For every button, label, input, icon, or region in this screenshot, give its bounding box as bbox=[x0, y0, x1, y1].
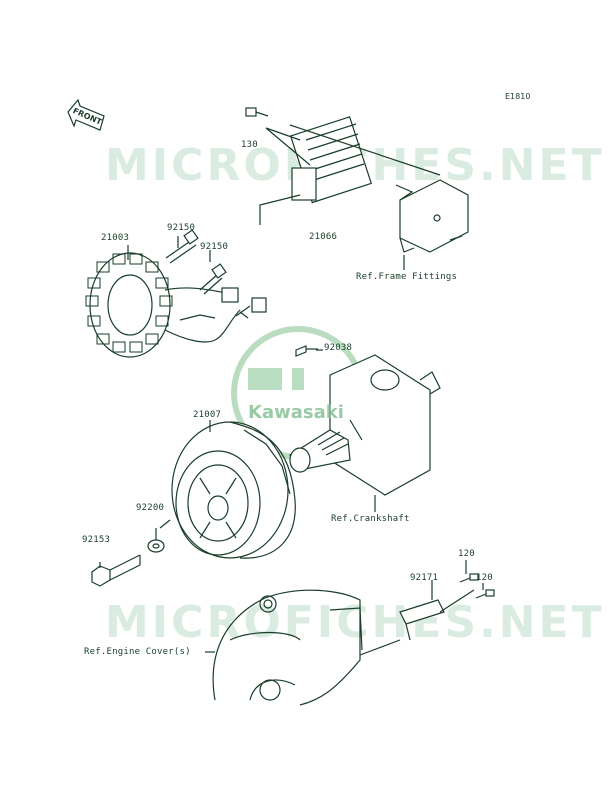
watermark-bottom: MICROFICHES.NET bbox=[105, 597, 605, 648]
screw-92150-b bbox=[199, 263, 227, 295]
stator bbox=[85, 252, 173, 358]
washer-92200 bbox=[147, 539, 165, 553]
diagram-code: E1810 bbox=[505, 92, 531, 101]
ref-frame-fittings: Ref.Frame Fittings bbox=[356, 272, 458, 282]
part-label-92150-b: 92150 bbox=[200, 242, 229, 252]
ref-engine-cover: Ref.Engine Cover(s) bbox=[84, 647, 191, 657]
part-label-92150-a: 92150 bbox=[167, 223, 196, 233]
part-label-120-a: 120 bbox=[458, 549, 475, 559]
part-label-21007: 21007 bbox=[193, 410, 222, 420]
crankshaft bbox=[289, 354, 441, 496]
cover-92171 bbox=[399, 599, 445, 641]
part-label-92038: 92038 bbox=[324, 343, 353, 353]
part-label-92200: 92200 bbox=[136, 503, 165, 513]
brand-text: Kawasaki bbox=[248, 402, 344, 423]
part-label-21003: 21003 bbox=[101, 233, 130, 243]
bolt-130 bbox=[245, 107, 269, 117]
part-label-130: 130 bbox=[241, 140, 258, 150]
screw-120-a bbox=[459, 573, 479, 583]
part-label-92171: 92171 bbox=[410, 573, 439, 583]
part-label-92153: 92153 bbox=[82, 535, 111, 545]
part-label-120-b: 120 bbox=[476, 573, 493, 583]
regulator-rectifier bbox=[289, 116, 373, 204]
bolt-92153 bbox=[91, 554, 141, 587]
front-arrow-icon bbox=[67, 98, 105, 131]
screw-120-b bbox=[475, 589, 495, 599]
flywheel-rotor bbox=[171, 421, 296, 559]
screw-92150-a bbox=[165, 229, 199, 264]
part-label-21066: 21066 bbox=[309, 232, 338, 242]
ref-crankshaft: Ref.Crankshaft bbox=[331, 514, 410, 524]
engine-cover bbox=[212, 589, 363, 706]
frame-bracket bbox=[395, 179, 469, 253]
